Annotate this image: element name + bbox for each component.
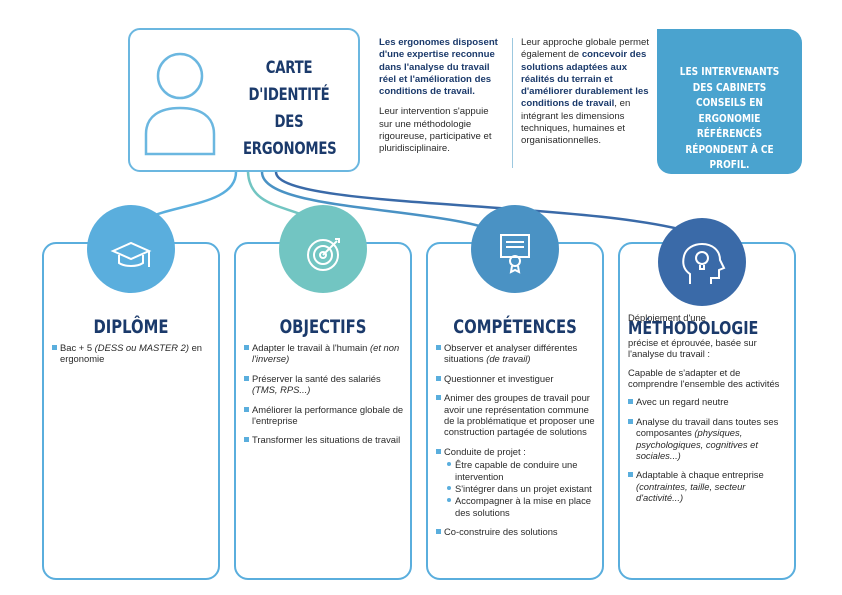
methodologie-circle: [658, 218, 746, 306]
graduation-cap-icon: [110, 241, 152, 267]
intro-left-normal: Leur intervention s'appuie sur une métho…: [379, 106, 492, 155]
target-icon: [307, 238, 340, 271]
certificate-icon: [500, 234, 530, 274]
list-item: Bac + 5 (DESS ou MASTER 2) en ergonomie: [52, 342, 212, 365]
list-item: Améliorer la performance globale de l'en…: [244, 404, 404, 427]
list-item: Adaptable à chaque entreprise (contraint…: [628, 469, 790, 503]
objectifs-list: Adapter le travail à l'humain (et non l'…: [244, 342, 404, 454]
head-lightbulb-icon: [682, 242, 726, 284]
card-title: CARTE D'IDENTITÉ DES ERGONOMES: [242, 58, 337, 159]
list-item: Adapter le travail à l'humain (et non l'…: [244, 342, 404, 365]
methodologie-list: Avec un regard neutre Analyse du travail…: [628, 396, 790, 503]
methodologie-title: MÉTHODOLOGIE: [628, 318, 759, 340]
column-objectifs: [234, 242, 412, 580]
sub-item: Être capable de conduire une interventio…: [436, 459, 598, 482]
sub-item: Accompagner à la mise en place des solut…: [436, 495, 598, 518]
intro-left: Les ergonomes disposent d'une expertise …: [379, 37, 504, 156]
competences-circle: [471, 205, 559, 293]
connector-methodologie: [274, 171, 701, 237]
list-item: Conduite de projet :: [436, 446, 598, 457]
column-methodologie: [618, 242, 796, 580]
list-item: Préserver la santé des salariés (TMS, RP…: [244, 373, 404, 396]
list-item: Co-construire des solutions: [436, 526, 598, 537]
intro-right: Leur approche globale permet également d…: [521, 37, 650, 147]
competences-title: COMPÉTENCES: [453, 316, 577, 338]
methodologie-capable: Capable de s'adapter et de comprendre l'…: [628, 366, 780, 390]
list-item: Observer et analyser différentes situati…: [436, 342, 598, 365]
identity-card: CARTE D'IDENTITÉ DES ERGONOMES: [128, 28, 360, 172]
diplome-list: Bac + 5 (DESS ou MASTER 2) en ergonomie: [52, 342, 212, 373]
list-item: Questionner et investiguer: [436, 373, 598, 384]
competences-list: Observer et analyser différentes situati…: [436, 342, 598, 546]
sub-item: S'intégrer dans un projet existant: [436, 483, 598, 494]
intro-left-bold: Les ergonomes disposent d'une expertise …: [379, 37, 498, 98]
diplome-circle: [87, 205, 175, 293]
objectifs-title: OBJECTIFS: [279, 316, 367, 338]
list-item: Transformer les situations de travail: [244, 434, 404, 445]
objectifs-circle: [279, 205, 367, 293]
profile-text: LES INTERVENANTS DES CABINETS CONSEILS E…: [679, 65, 780, 171]
methodologie-line: MÉTHODOLOGIE précise et éprouvée, basée …: [628, 318, 759, 360]
diplome-title: DIPLÔME: [93, 316, 169, 338]
intro-divider: [512, 38, 513, 168]
list-item: Analyse du travail dans toutes ses compo…: [628, 416, 790, 462]
profile-box: [657, 29, 802, 174]
methodologie-pre: Déploiement d'une: [628, 312, 706, 323]
person-icon: [144, 52, 216, 156]
list-item: Animer des groupes de travail pour avoir…: [436, 392, 598, 438]
list-item: Avec un regard neutre: [628, 396, 790, 407]
methodologie-text: Déploiement d'une MÉTHODOLOGIE précise e…: [628, 312, 790, 512]
